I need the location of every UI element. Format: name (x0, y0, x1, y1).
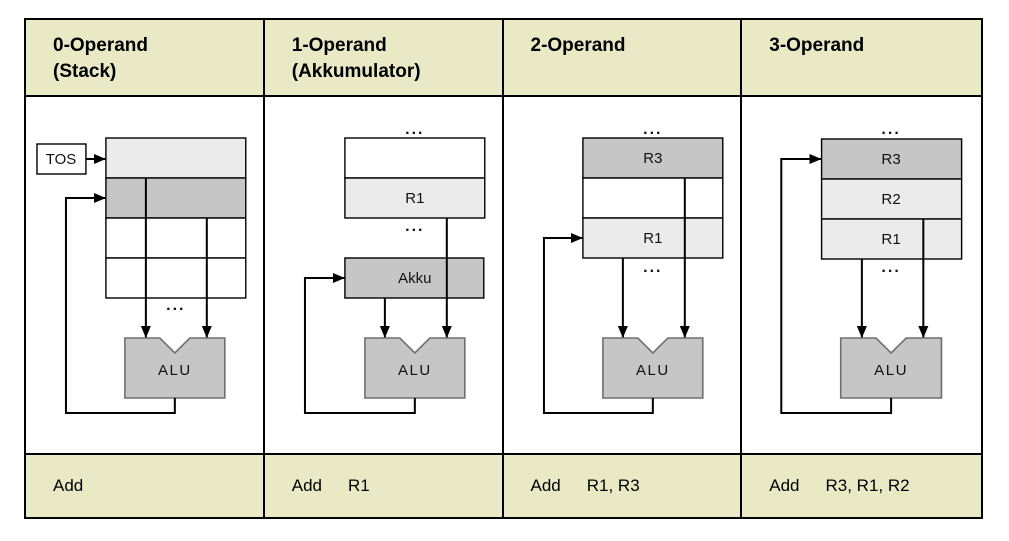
tos-label: TOS (46, 151, 77, 168)
header-line1: 3-Operand (769, 35, 865, 56)
alu-label: ALU (636, 362, 670, 379)
stack-cell-second (105, 177, 247, 219)
header-2-operand: 2-Operand (503, 20, 743, 97)
register-cell-r1 (581, 217, 723, 259)
diagram-two-operand-architecture: ... R3 R1 ... ALU (503, 97, 743, 453)
ellipsis: ... (405, 121, 424, 138)
register-cell-r3 (581, 137, 723, 179)
instruction-mnemonic: Add (291, 476, 322, 495)
akku-register-box (343, 257, 485, 299)
ellipsis: ... (643, 121, 662, 138)
instruction-operands: R3, R1, R2 (825, 476, 910, 495)
register-cell-empty (343, 137, 486, 179)
alu-shape (840, 337, 943, 399)
akku-label: Akku (398, 270, 431, 287)
instruction-cell-accumulator: Add R1 (264, 453, 504, 517)
instruction-cell-stack: Add (26, 453, 265, 517)
instruction-operands: R1 (348, 476, 370, 495)
stack-diagram-svg: TOS ... ALU (36, 137, 247, 414)
alu-label: ALU (398, 362, 432, 379)
ellipsis: ... (166, 297, 185, 314)
header-line2: (Stack) (53, 61, 117, 82)
header-line2: (Akkumulator) (291, 61, 421, 82)
ellipsis: ... (882, 120, 901, 138)
instruction-operands: R1, R3 (586, 476, 640, 495)
register-label-r1: R1 (405, 190, 424, 207)
ellipsis: ... (643, 259, 662, 276)
ellipsis: ... (405, 218, 424, 235)
register-cell-r1 (821, 218, 963, 260)
two-operand-diagram-svg: ... R3 R1 ... ALU (542, 121, 723, 414)
register-label-r2: R2 (882, 191, 901, 208)
stack-cell-top (105, 137, 247, 179)
register-cell-r3 (821, 138, 963, 180)
header-line1: 1-Operand (291, 35, 387, 56)
register-cell-r2 (821, 178, 963, 220)
ellipsis: ... (882, 258, 901, 276)
alu-shape (124, 337, 226, 399)
accumulator-diagram-svg: ... R1 ... Akku ALU (303, 121, 486, 414)
header-0-operand: 0-Operand (Stack) (26, 20, 265, 97)
result-feedback-arrow (64, 193, 176, 414)
diagram-three-operand-architecture: ... R3 R2 R1 ... ALU (742, 97, 981, 453)
result-feedback-arrow (780, 154, 893, 414)
register-label-r1: R1 (643, 230, 662, 247)
stack-cell-3 (105, 217, 247, 259)
header-3-operand: 3-Operand (742, 20, 981, 97)
diagram-accumulator-architecture: ... R1 ... Akku ALU (264, 97, 504, 453)
stack-cell-4 (105, 257, 247, 299)
register-label-r3: R3 (882, 151, 901, 168)
header-1-operand: 1-Operand (Akkumulator) (264, 20, 504, 97)
instruction-cell-two-operand: Add R1, R3 (503, 453, 743, 517)
alu-shape (363, 337, 466, 399)
alu-shape (601, 337, 704, 399)
three-operand-diagram-svg: ... R3 R2 R1 ... ALU (780, 120, 963, 414)
result-feedback-arrow (303, 273, 416, 414)
tos-box (36, 143, 87, 175)
isa-comparison-table: 0-Operand (Stack) 1-Operand (Akkumulator… (24, 18, 983, 519)
instruction-mnemonic: Add (53, 476, 84, 495)
register-cell-empty (581, 177, 723, 219)
header-line1: 0-Operand (53, 35, 149, 56)
instruction-mnemonic: Add (769, 476, 800, 495)
alu-label: ALU (158, 362, 192, 379)
register-cell-r1 (343, 177, 486, 219)
header-line1: 2-Operand (530, 35, 626, 56)
register-label-r3: R3 (643, 150, 662, 167)
instruction-mnemonic: Add (530, 476, 561, 495)
register-label-r1: R1 (882, 231, 901, 248)
result-feedback-arrow (542, 233, 654, 414)
alu-label: ALU (874, 362, 908, 379)
instruction-cell-three-operand: Add R3, R1, R2 (742, 453, 981, 517)
diagram-stack-architecture: TOS ... ALU (26, 97, 265, 453)
